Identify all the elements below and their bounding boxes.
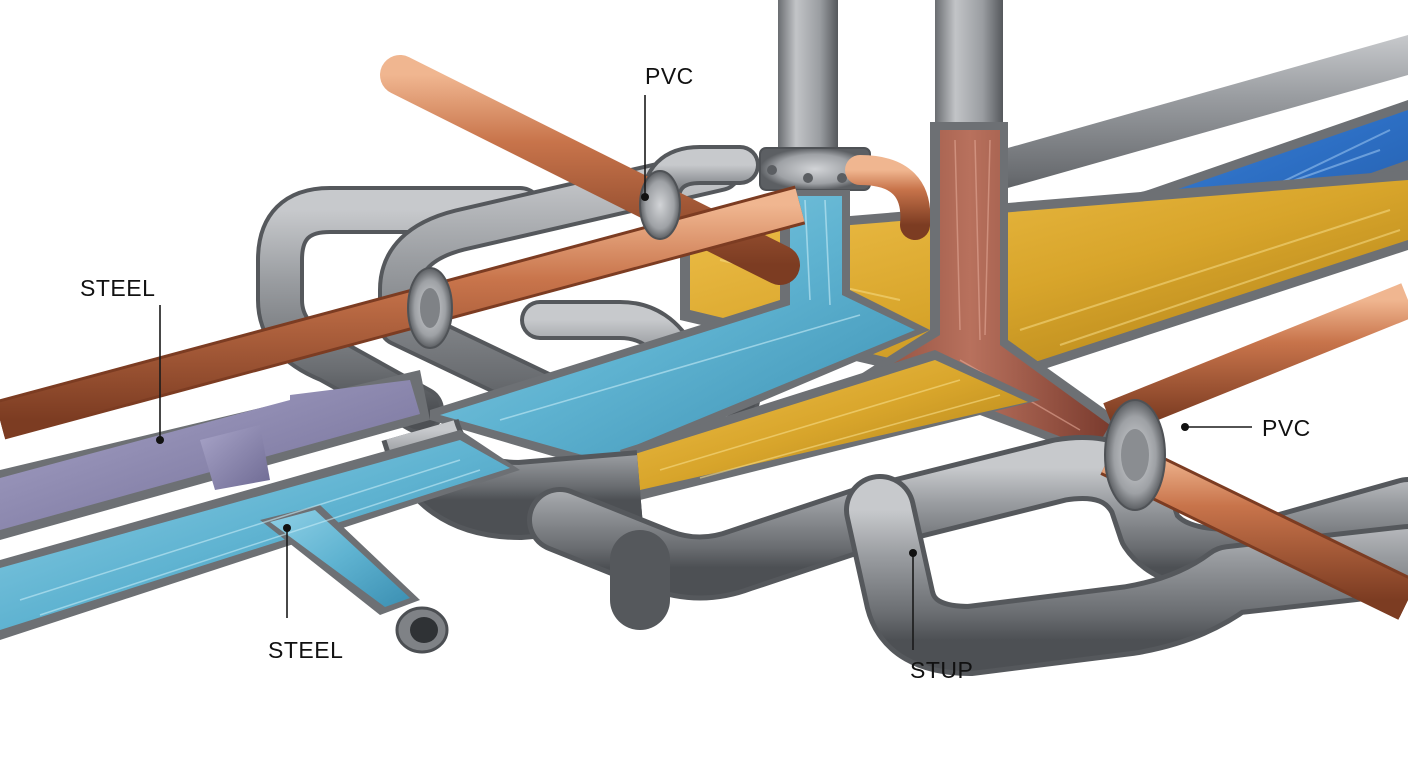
vertical-steel-pipes bbox=[778, 0, 1003, 170]
leader-lines bbox=[156, 95, 1252, 650]
label-stup: STUP bbox=[910, 657, 974, 683]
label-steel-left: STEEL bbox=[80, 275, 156, 301]
label-steel-bottom: STEEL bbox=[268, 637, 344, 663]
copper-elbow bbox=[845, 155, 931, 240]
label-pvc-right: PVC bbox=[1262, 415, 1311, 441]
flanges bbox=[407, 170, 1166, 511]
label-pvc-top: PVC bbox=[645, 63, 694, 89]
violet-flow-channel bbox=[0, 370, 430, 540]
open-pipe-end bbox=[395, 606, 449, 654]
amber-flow-main bbox=[620, 350, 1040, 500]
water-flow-channel-left bbox=[0, 430, 520, 640]
